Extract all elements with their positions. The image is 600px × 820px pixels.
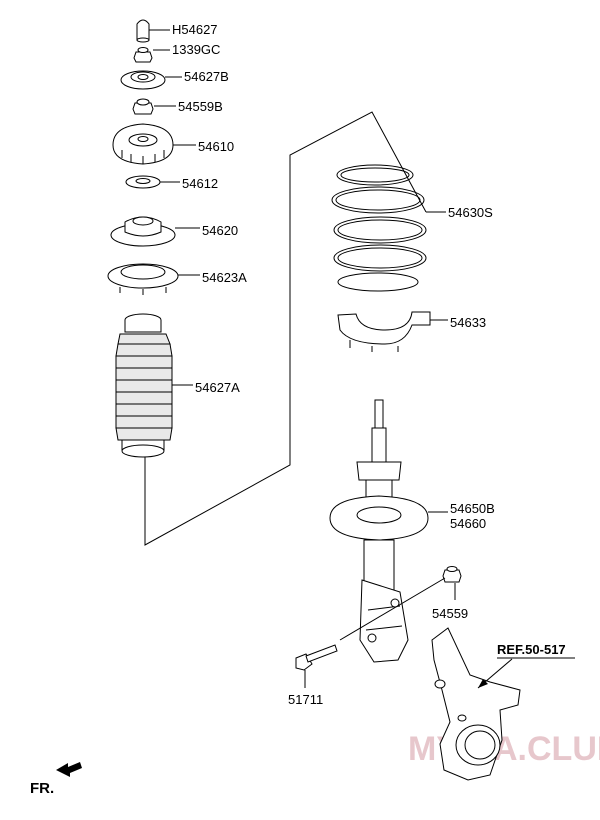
part-54559[interactable]	[339, 566, 462, 641]
part-54623a[interactable]	[107, 263, 200, 295]
watermark: MYKIA.CLUB	[408, 730, 600, 768]
part-54620[interactable]	[110, 216, 200, 247]
label-54612: 54612	[182, 176, 218, 191]
part-h54627[interactable]	[136, 19, 170, 43]
part-54627b[interactable]	[120, 70, 182, 90]
part-54630s[interactable]	[331, 164, 446, 292]
label-51711: 51711	[288, 692, 323, 707]
label-54559b: 54559B	[178, 99, 223, 114]
label-54633: 54633	[450, 315, 486, 330]
reference-label[interactable]: REF.50-517	[497, 642, 566, 657]
label-54660: 54660	[450, 516, 486, 531]
label-54559: 54559	[432, 606, 468, 621]
label-54610: 54610	[198, 139, 234, 154]
assembly-bracket	[144, 111, 427, 546]
label-54627a: 54627A	[195, 380, 240, 395]
part-54610[interactable]	[112, 123, 196, 165]
label-1339gc: 1339GC	[172, 42, 220, 57]
part-54650b-strut[interactable]	[329, 399, 448, 663]
front-direction-label: FR.	[30, 780, 54, 797]
arrow-icon	[56, 762, 82, 777]
label-54630s: 54630S	[448, 205, 493, 220]
label-54623a: 54623A	[202, 270, 247, 285]
label-h54627: H54627	[172, 22, 218, 37]
part-54559b[interactable]	[132, 98, 176, 115]
label-54627b: 54627B	[184, 69, 229, 84]
part-54633[interactable]	[337, 311, 448, 352]
part-54627a[interactable]	[115, 313, 193, 458]
part-51711[interactable]	[295, 644, 338, 688]
label-54650b: 54650B	[450, 501, 495, 516]
part-54612[interactable]	[125, 175, 180, 189]
label-54620: 54620	[202, 223, 238, 238]
part-1339gc[interactable]	[133, 47, 170, 63]
part-knuckle[interactable]	[431, 627, 521, 781]
